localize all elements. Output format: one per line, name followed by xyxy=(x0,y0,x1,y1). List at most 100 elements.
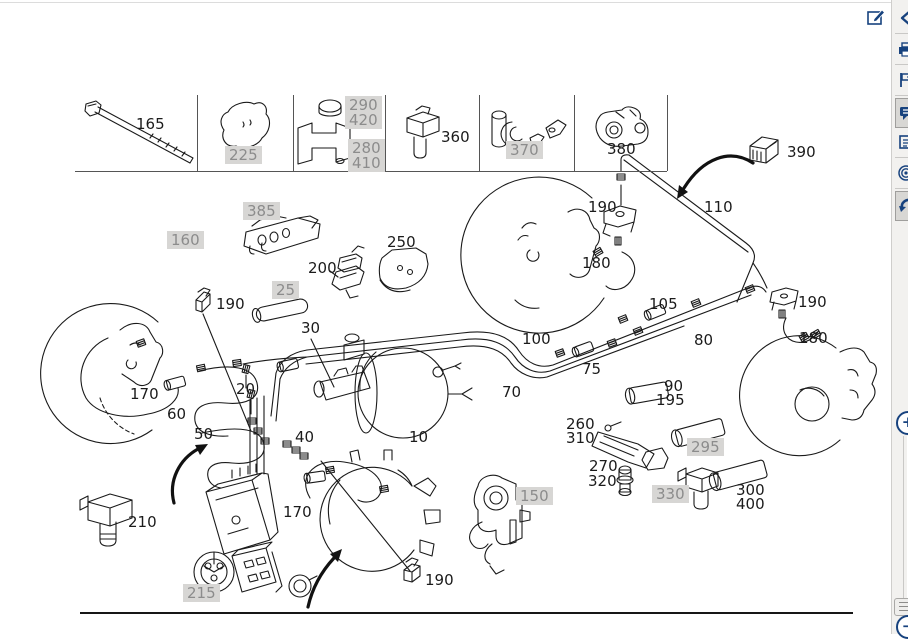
clip-190-left xyxy=(195,287,252,432)
arrow-390 xyxy=(677,154,755,199)
pedal-bracket-150 xyxy=(469,474,531,575)
part-label-295[interactable]: 295 xyxy=(687,438,724,456)
part-label-195[interactable]: 195 xyxy=(656,391,685,409)
flag-icon xyxy=(897,71,908,89)
diagram-baseline xyxy=(80,612,853,614)
part-label-280[interactable]: 280 xyxy=(348,139,385,157)
fitting-270 xyxy=(616,465,634,497)
target-icon xyxy=(897,164,908,182)
parts-row-divider xyxy=(667,95,668,171)
part-label-50[interactable]: 50 xyxy=(194,425,214,443)
part-label-330[interactable]: 330 xyxy=(652,485,689,503)
part-label-215[interactable]: 215 xyxy=(183,584,220,602)
part-label-110[interactable]: 110 xyxy=(704,198,733,216)
part-label-310[interactable]: 310 xyxy=(566,429,595,447)
part-label-20[interactable]: 20 xyxy=(236,380,256,398)
target-button[interactable] xyxy=(895,160,908,189)
part-label-400[interactable]: 400 xyxy=(736,495,765,513)
arrow-210 xyxy=(170,444,208,505)
part-label-180[interactable]: 180 xyxy=(799,329,828,347)
zoom-slider-thumb[interactable] xyxy=(894,598,908,616)
part-label-160[interactable]: 160 xyxy=(167,231,204,249)
part-label-420[interactable]: 420 xyxy=(345,111,382,129)
part-clip-390 xyxy=(749,136,779,164)
part-label-90[interactable]: 90 xyxy=(664,377,684,395)
parts-row-divider xyxy=(574,95,575,171)
document-icon xyxy=(897,133,908,151)
flag-button[interactable] xyxy=(895,67,908,96)
right-toolbar: + − xyxy=(891,0,908,639)
booster-master-cylinder xyxy=(310,333,473,439)
part-label-170[interactable]: 170 xyxy=(283,503,312,521)
comment-button[interactable] xyxy=(895,98,908,128)
clip-200 xyxy=(329,245,365,299)
abs-hydraulic-unit xyxy=(205,463,279,555)
part-label-60[interactable]: 60 xyxy=(167,405,187,423)
brake-pipe-110 xyxy=(623,154,768,303)
part-label-105[interactable]: 105 xyxy=(649,295,678,313)
part-label-30[interactable]: 30 xyxy=(301,319,321,337)
undo-button[interactable] xyxy=(895,191,908,221)
part-sensor-360 xyxy=(406,105,440,159)
part-label-270[interactable]: 270 xyxy=(589,457,618,475)
part-label-70[interactable]: 70 xyxy=(502,383,522,401)
part-label-250[interactable]: 250 xyxy=(387,233,416,251)
part-label-75[interactable]: 75 xyxy=(582,360,602,378)
parts-row-divider xyxy=(385,95,386,171)
pipe-loops xyxy=(194,349,309,489)
part-label-380[interactable]: 380 xyxy=(607,140,636,158)
sensor-210 xyxy=(79,493,133,547)
zoom-in-icon[interactable]: + xyxy=(896,411,908,435)
part-label-200[interactable]: 200 xyxy=(308,259,337,277)
part-label-370[interactable]: 370 xyxy=(506,141,543,159)
document-button[interactable] xyxy=(895,129,908,158)
window-top-border xyxy=(0,2,891,3)
part-label-80[interactable]: 80 xyxy=(694,331,714,349)
back-chevron-icon xyxy=(897,9,908,27)
cylinder-90 xyxy=(624,381,669,405)
rear-brake-assembly xyxy=(739,287,877,457)
parts-row-divider xyxy=(293,95,294,171)
part-label-40[interactable]: 40 xyxy=(295,428,315,446)
parts-row-divider xyxy=(479,95,480,171)
part-label-385[interactable]: 385 xyxy=(243,202,280,220)
part-label-180[interactable]: 180 xyxy=(582,254,611,272)
part-label-300[interactable]: 300 xyxy=(736,481,765,499)
brake-line-bundle xyxy=(305,284,767,379)
part-label-290[interactable]: 290 xyxy=(345,96,382,114)
pad-250 xyxy=(378,247,429,293)
part-label-320[interactable]: 320 xyxy=(588,472,617,490)
zoom-out-icon[interactable]: − xyxy=(896,615,908,639)
parts-row-divider xyxy=(197,95,198,171)
part-label-190[interactable]: 190 xyxy=(425,571,454,589)
part-label-165[interactable]: 165 xyxy=(136,115,165,133)
part-label-170[interactable]: 170 xyxy=(130,385,159,403)
part-label-390[interactable]: 390 xyxy=(787,143,816,161)
clip-190-bottom xyxy=(403,557,421,583)
print-button[interactable] xyxy=(895,36,908,65)
part-label-190[interactable]: 190 xyxy=(216,295,245,313)
part-label-210[interactable]: 210 xyxy=(128,513,157,531)
part-label-190[interactable]: 190 xyxy=(588,198,617,216)
part-label-190[interactable]: 190 xyxy=(798,293,827,311)
part-label-410[interactable]: 410 xyxy=(348,154,385,172)
part-label-100[interactable]: 100 xyxy=(522,330,551,348)
pin-25 xyxy=(251,298,309,323)
part-label-10[interactable]: 10 xyxy=(409,428,429,446)
front-brake-assembly xyxy=(460,154,637,334)
edit-icon[interactable] xyxy=(866,7,886,27)
back-button[interactable] xyxy=(895,5,908,34)
part-label-260[interactable]: 260 xyxy=(566,415,595,433)
part-label-225[interactable]: 225 xyxy=(225,146,262,164)
part-label-25[interactable]: 25 xyxy=(272,281,300,299)
part-label-360[interactable]: 360 xyxy=(441,128,470,146)
part-cable-tie xyxy=(84,100,194,164)
part-label-150[interactable]: 150 xyxy=(516,487,553,505)
bracket-260 xyxy=(591,421,669,471)
zoom-slider-track[interactable] xyxy=(903,436,908,604)
valve-block-385 xyxy=(243,215,321,255)
part-bracket xyxy=(297,99,351,165)
comment-icon xyxy=(898,103,908,121)
